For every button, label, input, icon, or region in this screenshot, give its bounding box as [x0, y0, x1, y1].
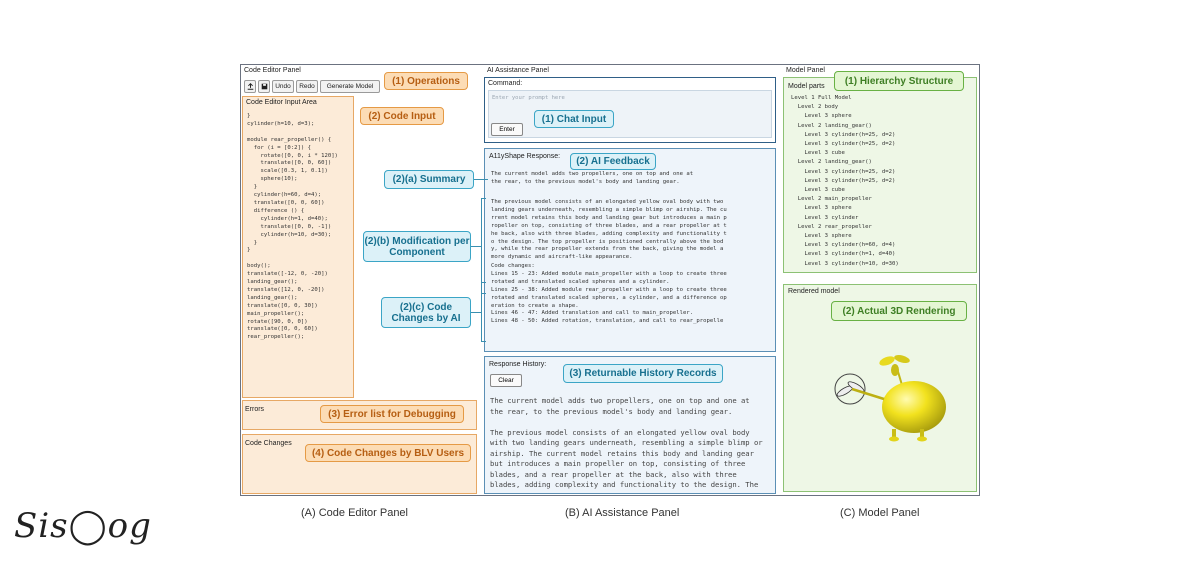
- callout-hierarchy: (1) Hierarchy Structure: [834, 71, 964, 91]
- model-parts-title: Model parts: [788, 83, 825, 90]
- history-title: Response History:: [489, 361, 547, 368]
- generate-model-button[interactable]: Generate Model: [320, 80, 380, 93]
- callout-code-changes-blv: (4) Code Changes by BLV Users: [305, 444, 471, 462]
- code-editor-panel-title: Code Editor Panel: [244, 67, 301, 74]
- connector-modification: [471, 246, 481, 247]
- upload-button[interactable]: [244, 80, 256, 93]
- callout-code-changes-ai: (2)(c) Code Changes by AI: [381, 297, 471, 328]
- save-icon: [261, 83, 267, 90]
- callout-operations: (1) Operations: [384, 72, 468, 90]
- prompt-placeholder: Enter your prompt here: [492, 95, 565, 101]
- callout-history: (3) Returnable History Records: [563, 364, 723, 383]
- model-panel-title: Model Panel: [786, 67, 825, 74]
- modification-text: The previous model consists of an elonga…: [491, 199, 727, 261]
- ai-panel-title: AI Assistance Panel: [487, 67, 549, 74]
- clear-button[interactable]: Clear: [490, 374, 522, 387]
- prompt-input[interactable]: Enter your prompt here: [488, 90, 772, 138]
- ai-response-section: A11yShape Response: The current model ad…: [484, 148, 776, 352]
- redo-button[interactable]: Redo: [296, 80, 318, 93]
- code-changes-title: Code Changes: [245, 440, 292, 447]
- code-editor-input-area[interactable]: Code Editor Input Area } cylinder(h=10, …: [242, 96, 354, 398]
- command-section: Command: Enter your prompt here Enter: [484, 77, 776, 143]
- history-text: The current model adds two propellers, o…: [490, 396, 763, 489]
- hierarchy-tree[interactable]: Level 1 Full Model Level 2 body Level 3 …: [791, 95, 899, 267]
- callout-code-input: (2) Code Input: [360, 107, 444, 125]
- undo-button[interactable]: Undo: [272, 80, 294, 93]
- connector-summary: [474, 179, 488, 180]
- watermark-logo: Sis◯og: [14, 506, 152, 546]
- history-section: Response History: Clear The current mode…: [484, 356, 776, 494]
- code-changes-text: Code changes: Lines 15 - 23: Added modul…: [491, 263, 727, 325]
- caption-ai-assistance: (B) AI Assistance Panel: [565, 507, 680, 519]
- caption-code-editor: (A) Code Editor Panel: [301, 507, 408, 519]
- bracket-code-changes: [481, 282, 486, 342]
- model-parts-section: Model parts Level 1 Full Model Level 2 b…: [783, 77, 977, 273]
- code-changes-area: Code Changes: [242, 434, 477, 494]
- command-title: Command:: [488, 80, 523, 87]
- errors-title: Errors: [245, 406, 265, 413]
- bracket-modification: [481, 198, 486, 294]
- response-title: A11yShape Response:: [489, 153, 561, 160]
- connector-code-changes: [471, 312, 481, 313]
- callout-modification: (2)(b) Modification per Component: [363, 231, 471, 262]
- summary-text: The current model adds two propellers, o…: [491, 171, 694, 185]
- callout-ai-feedback: (2) AI Feedback: [570, 153, 656, 170]
- upload-icon: [247, 83, 253, 90]
- callout-chat-input: (1) Chat Input: [534, 110, 614, 128]
- rendered-3d-model[interactable]: [824, 345, 974, 455]
- callout-rendering: (2) Actual 3D Rendering: [831, 301, 967, 321]
- callout-summary: (2)(a) Summary: [384, 170, 474, 189]
- caption-model-panel: (C) Model Panel: [840, 507, 920, 519]
- save-button[interactable]: [258, 80, 270, 93]
- rendered-model-title: Rendered model: [788, 288, 840, 295]
- callout-error-list: (3) Error list for Debugging: [320, 405, 464, 423]
- enter-button[interactable]: Enter: [491, 123, 523, 136]
- code-input-area-title: Code Editor Input Area: [246, 99, 317, 106]
- code-text[interactable]: } cylinder(h=10, d=3); module rear_prope…: [247, 113, 338, 341]
